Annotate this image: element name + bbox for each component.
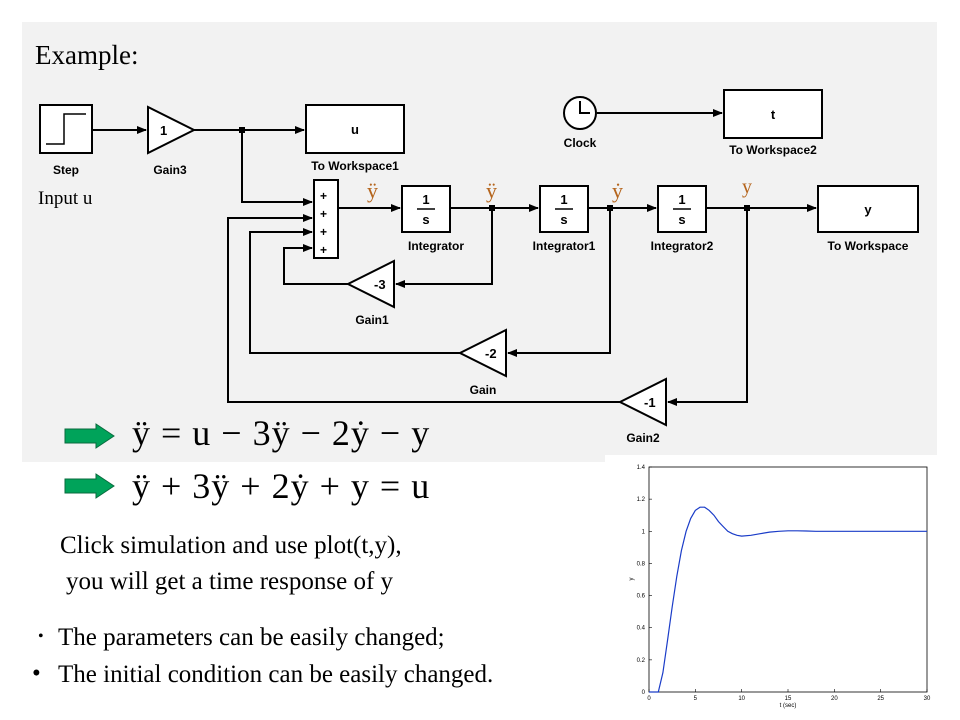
gain3-value: 1 (160, 123, 167, 138)
gain3-label: Gain3 (153, 163, 187, 177)
signal-label-y: y (742, 176, 752, 198)
gain2-block[interactable]: -1 Gain2 (617, 377, 667, 445)
to-workspace2-block[interactable]: t To Workspace2 (723, 89, 823, 157)
sum-sign-1: + (320, 189, 327, 203)
plot-xtick-label: 10 (738, 696, 745, 702)
to-workspace2-label: To Workspace2 (729, 143, 817, 157)
integrator2-den: s (678, 212, 685, 227)
gain1-label: Gain1 (355, 313, 389, 327)
to-workspace1-var: u (351, 122, 359, 137)
plot-ytick-label: 0.4 (637, 626, 646, 632)
signal-label-y-dot: ẏ (612, 178, 623, 203)
integrator1-label: Integrator1 (533, 239, 596, 253)
integrator-num: 1 (422, 192, 429, 207)
instruction-line-2: you will get a time response of y (66, 568, 394, 595)
plot-ytick-label: 0.6 (637, 594, 646, 600)
integrator2-block[interactable]: 1 s Integrator2 (651, 185, 714, 253)
to-workspace1-label: To Workspace1 (311, 159, 399, 173)
plot-ytick-label: 0.2 (637, 658, 646, 664)
integrator2-num: 1 (678, 192, 685, 207)
plot-xtick-label: 30 (924, 696, 931, 702)
clock-label: Clock (564, 136, 597, 150)
step-block[interactable]: Step (39, 104, 93, 177)
plot-xtick-label: 0 (647, 696, 651, 702)
signal-label-y-triple-dot: ÿ (367, 178, 378, 203)
integrator-den: s (422, 212, 429, 227)
plot-ytick-label: 1 (642, 529, 646, 535)
bullet-dot-icon: • (38, 628, 44, 645)
equation-2: ÿ + 3ÿ + 2ẏ + y = u (132, 466, 431, 506)
plot-ylabel: y (629, 578, 635, 581)
to-workspace2-var: t (771, 107, 776, 122)
gain-value: -2 (485, 346, 497, 361)
plot-xtick-label: 25 (877, 696, 884, 702)
sum-sign-3: + (320, 225, 327, 239)
plot-ytick-label: 1.4 (637, 465, 646, 471)
gain1-value: -3 (374, 277, 386, 292)
slide-title: Example: (35, 40, 139, 70)
gain3-block[interactable]: 1 Gain3 (147, 105, 197, 177)
junction-dots (239, 127, 750, 211)
clock-block[interactable]: Clock (563, 96, 597, 150)
plot-ytick-label: 0 (642, 690, 646, 696)
plot-line-y (649, 506, 927, 693)
integrator-label: Integrator (408, 239, 464, 253)
plot-xtick-label: 20 (831, 696, 838, 702)
plot-ytick-label: 0.8 (637, 561, 646, 567)
sum-sign-4: + (320, 243, 327, 257)
integrator1-num: 1 (560, 192, 567, 207)
plot-xtick-label: 15 (785, 696, 792, 702)
time-response-plot: 0 5 10 15 20 25 30 0 0.2 0.4 0.6 0.8 1 1.2 1.4 t (sec)… (605, 455, 950, 715)
bullet-dot-icon: • (32, 660, 41, 687)
gain2-label: Gain2 (626, 431, 660, 445)
to-workspace1-block[interactable]: u To Workspace1 (305, 104, 405, 173)
sum-block[interactable]: + + + + (313, 179, 339, 259)
gain-label: Gain (470, 383, 497, 397)
integrator-block[interactable]: 1 s Integrator (401, 185, 464, 253)
step-label: Step (53, 163, 79, 177)
input-u-label: Input u (38, 188, 93, 209)
integrator1-den: s (560, 212, 567, 227)
plot-axes-frame (648, 466, 928, 693)
bullet-item-1: The parameters can be easily changed; (58, 624, 445, 651)
integrator2-label: Integrator2 (651, 239, 714, 253)
to-workspace-block[interactable]: y To Workspace (817, 185, 919, 253)
signal-label-y-double-dot: ÿ (486, 178, 497, 203)
arrow-right-icon (64, 423, 115, 449)
gain-block[interactable]: -2 Gain (457, 328, 507, 397)
to-workspace-var: y (864, 202, 872, 217)
plot-xtick-label: 5 (694, 696, 698, 702)
to-workspace-label: To Workspace (828, 239, 909, 253)
bullet-item-2: The initial condition can be easily chan… (58, 661, 494, 688)
gain1-block[interactable]: -3 Gain1 (345, 259, 395, 327)
plot-xlabel: t (sec) (780, 703, 797, 709)
arrow-right-icon (64, 473, 115, 499)
plot-ytick-label: 1.2 (637, 497, 646, 503)
sum-sign-2: + (320, 207, 327, 221)
equation-1: ÿ = u − 3ÿ − 2ẏ − y (132, 413, 431, 453)
gain2-value: -1 (644, 395, 656, 410)
integrator1-block[interactable]: 1 s Integrator1 (533, 185, 596, 253)
block-diagram: Step 1 Gain3 u To Workspace1 Clock t To … (22, 22, 937, 462)
instruction-line-1: Click simulation and use plot(t,y), (60, 532, 402, 559)
